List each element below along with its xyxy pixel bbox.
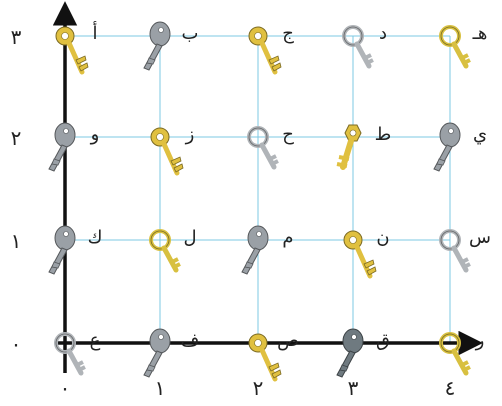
x-tick-label: ٢ [253,376,264,400]
key-icon [144,22,170,70]
x-tick-label: ٣ [348,376,359,400]
key-letter-label: ز [185,124,195,145]
key-letter-label: ج [282,23,294,44]
y-tick-label: ٣ [11,25,22,49]
key-icon [249,27,281,72]
key-letter-label: ص [277,330,299,351]
key-letter-label: م [282,227,293,248]
y-tick-label: ٢ [11,126,22,150]
key-icon [441,27,470,66]
x-tick-label: ٤ [445,376,456,400]
key-icon [337,329,363,377]
key-icon [441,334,470,373]
key-letter-label: ح [282,124,294,145]
x-tick-label: ١ [155,376,166,400]
key-icon [344,27,373,66]
x-tick-label: ٠ [60,376,71,400]
key-letter-label: ع [90,330,101,351]
key-letter-label: أ [92,21,97,44]
key-letter-label: ق [376,330,390,351]
key-letter-label: ر [475,330,485,351]
key-icon [56,27,88,72]
key-letter-label: ي [473,124,487,145]
grid-lines [65,36,450,343]
key-icon [49,123,75,171]
key-letter-label: ف [181,330,200,351]
y-tick-label: ٠ [11,332,22,356]
key-icon [337,125,361,167]
key-letter-label: س [469,227,491,248]
key-letter-label: د [379,23,387,44]
key-icon [56,334,85,373]
key-letter-label: هـ [472,23,488,44]
key-icon [344,231,376,276]
key-icon [49,226,75,274]
key-letter-label: ك [88,227,103,248]
key-icon [144,329,170,377]
key-icon [151,128,183,173]
key-icon [249,128,278,167]
key-icon [441,231,470,270]
key-icon [242,226,268,274]
key-letter-label: و [90,124,100,145]
y-tick-label: ١ [11,229,22,253]
key-letter-label: ن [376,227,389,248]
key-letter-label: ط [375,124,392,145]
key-letter-label: ل [183,227,196,248]
key-icon [434,123,460,171]
key-letter-label: ب [182,23,199,44]
key-icon [151,231,180,270]
